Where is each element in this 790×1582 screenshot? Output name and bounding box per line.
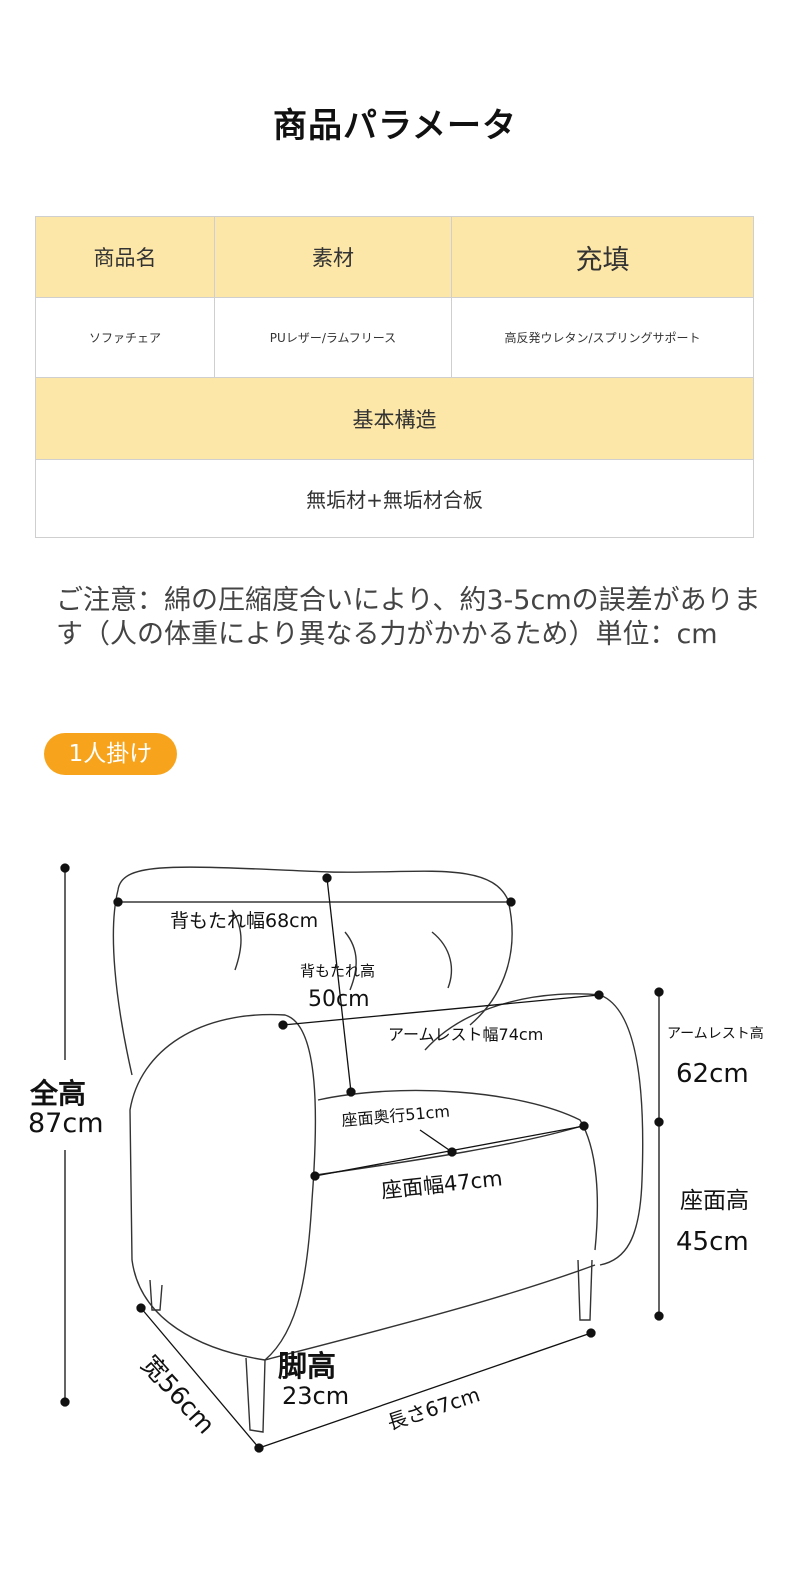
- header-product-name: 商品名: [35, 216, 215, 298]
- value-structure: 無垢材+無垢材合板: [35, 459, 754, 538]
- leg-height-label: 脚高: [278, 1349, 336, 1383]
- structure-header-row: 基本構造: [35, 377, 754, 460]
- header-material: 素材: [214, 216, 452, 298]
- sofa-outline: [112, 866, 644, 1433]
- page-title: 商品パラメータ: [273, 106, 517, 146]
- seat-width-label: 座面幅47cm: [380, 1166, 504, 1203]
- seat-height-value: 45cm: [676, 1227, 749, 1257]
- notice-text: ご注意：綿の圧縮度合いにより、約3-5cmの誤差があります（人の体重により異なる…: [56, 585, 761, 650]
- structure-value-row: 無垢材+無垢材合板: [35, 459, 754, 538]
- value-filling: 高反発ウレタン/スプリングサポート: [451, 297, 754, 378]
- header-filling: 充填: [451, 216, 754, 298]
- armrest-width-label: アームレスト幅74cm: [388, 1025, 543, 1044]
- header-structure: 基本構造: [35, 377, 754, 460]
- seat-height-label: 座面高: [680, 1188, 749, 1214]
- spec-table: 商品名 素材 充填 ソファチェア PUレザー/ラムフリース 高反発ウレタン/スプ…: [35, 216, 754, 538]
- value-product-name: ソファチェア: [35, 297, 215, 378]
- seat-depth-label: 座面奥行51cm: [341, 1102, 451, 1130]
- table-header-row: 商品名 素材 充填: [35, 216, 754, 298]
- value-material: PUレザー/ラムフリース: [214, 297, 452, 378]
- back-width-label: 背もたれ幅68cm: [170, 910, 318, 932]
- armrest-height-value: 62cm: [676, 1059, 749, 1089]
- depth-label: 宽56cm: [136, 1350, 221, 1440]
- sofa-dimension-diagram: 全高 87cm 背もたれ幅68cm 背もたれ高 50cm アームレスト幅74cm…: [28, 863, 764, 1453]
- back-height-label: 背もたれ高: [300, 962, 375, 980]
- size-badge: 1人掛け: [44, 733, 177, 775]
- length-label: 長さ67cm: [384, 1382, 483, 1434]
- table-row: ソファチェア PUレザー/ラムフリース 高反発ウレタン/スプリングサポート: [35, 297, 754, 378]
- armrest-height-label: アームレスト高: [667, 1025, 764, 1042]
- dimension-labels: 全高 87cm 背もたれ幅68cm 背もたれ高 50cm アームレスト幅74cm…: [28, 910, 764, 1440]
- back-height-value: 50cm: [308, 987, 370, 1012]
- total-height-label: 全高: [29, 1077, 86, 1110]
- leg-height-value: 23cm: [282, 1382, 349, 1410]
- dimension-lines: [60, 863, 664, 1453]
- total-height-value: 87cm: [28, 1108, 104, 1139]
